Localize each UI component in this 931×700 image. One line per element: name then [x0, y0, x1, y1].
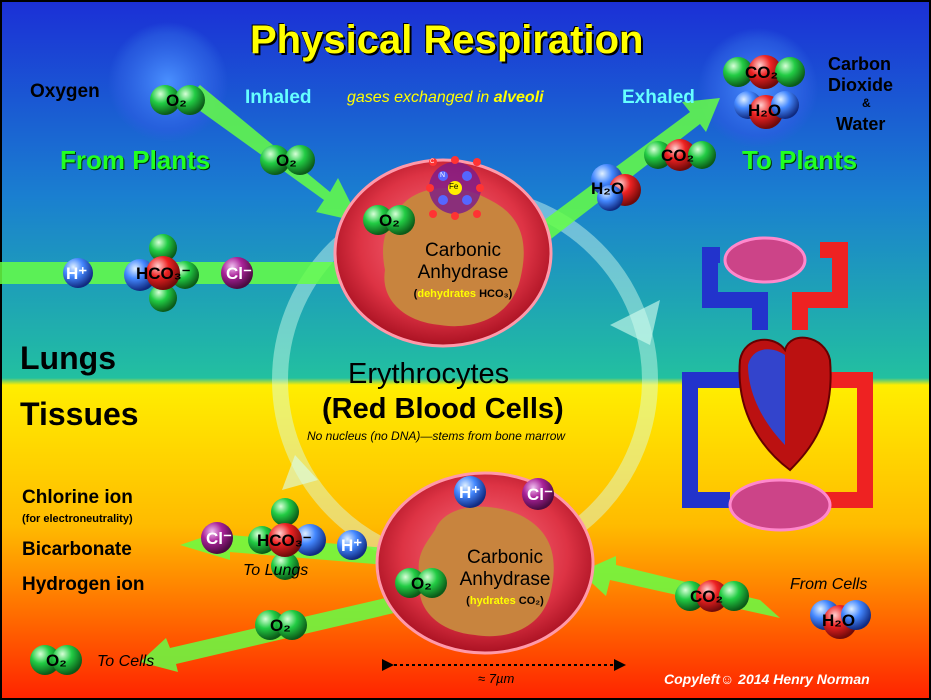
ring-arrow-left	[282, 455, 318, 490]
h2o-from-cells: H₂O	[822, 611, 856, 630]
o2-alveolus: O₂	[166, 91, 187, 110]
credit: Copyleft☺ 2014 Henry Norman	[664, 671, 870, 687]
lower-enzyme-blob	[418, 506, 554, 637]
h2o-exhale: H₂O	[591, 179, 625, 198]
alveolus-exhale	[698, 28, 818, 148]
exhaled-label: Exhaled	[622, 87, 695, 108]
chlorine-note: (for electroneutrality)	[22, 513, 133, 525]
rbc-title: (Red Blood Cells)	[322, 393, 564, 425]
inhaled-label: Inhaled	[245, 87, 312, 108]
to-lungs-label: To Lungs	[243, 562, 309, 579]
o2-upper-cell: O₂	[379, 211, 400, 230]
co2-label-3: Water	[836, 114, 886, 134]
alveoli-label: alveoli	[493, 89, 544, 106]
heme-nitrogen: N	[440, 172, 446, 179]
h2o-alveolus: H₂O	[748, 101, 782, 120]
hco3-lower: HCO₃⁻	[257, 531, 312, 550]
gases-text: gases exchanged in alveoli	[347, 89, 544, 106]
o2-lower-cell: O₂	[411, 574, 432, 593]
co2-label-2: Dioxide	[828, 75, 894, 95]
rbc-note: No nucleus (no DNA)—stems from bone marr…	[307, 429, 566, 443]
heart-circulation	[682, 236, 873, 532]
tissues-label: Tissues	[20, 396, 139, 432]
o2-from-plants: O₂	[276, 151, 297, 170]
co2-alveolus: CO₂	[745, 63, 779, 82]
page-title: Physical Respiration	[250, 18, 644, 62]
o2-to-cells: O₂	[46, 651, 67, 670]
hplus-upper: H⁺	[66, 264, 88, 283]
o2-outflow: O₂	[270, 616, 291, 635]
heme-iron: Fe	[449, 182, 459, 191]
cl-lower: Cl⁻	[206, 529, 232, 548]
from-cells-label: From Cells	[790, 576, 868, 593]
cl-lower-cell: Cl⁻	[527, 485, 553, 504]
co2-label-amp: &	[862, 96, 871, 110]
hplus-lower: H⁺	[341, 536, 363, 555]
hplus-lower-cell: H⁺	[459, 483, 481, 502]
molecule-atoms	[30, 55, 871, 675]
alveolus-inhale	[108, 22, 228, 142]
lungs-label: Lungs	[20, 340, 116, 376]
erythrocytes-title: Erythrocytes	[348, 358, 510, 390]
heme-group	[426, 156, 484, 220]
co2-from-cells: CO₂	[690, 587, 724, 606]
from-plants-label: From Plants	[60, 145, 211, 175]
cl-upper: Cl⁻	[226, 264, 252, 283]
ring-arrow-right	[610, 300, 660, 345]
hco3-upper: HCO₃⁻	[136, 264, 191, 283]
heme-carbon: C	[430, 159, 435, 165]
hydrogen-ion-label: Hydrogen ion	[22, 574, 145, 595]
oxygen-label: Oxygen	[30, 81, 100, 102]
bicarbonate-label: Bicarbonate	[22, 539, 132, 560]
upper-enzyme-blob	[383, 188, 524, 327]
co2-label-1: Carbon	[828, 54, 891, 74]
scale-label: ≈ 7µm	[478, 671, 515, 686]
to-cells-label: To Cells	[97, 653, 155, 670]
chlorine-ion-label: Chlorine ion	[22, 487, 133, 508]
co2-exhale: CO₂	[661, 146, 695, 165]
to-plants-label: To Plants	[742, 145, 858, 175]
